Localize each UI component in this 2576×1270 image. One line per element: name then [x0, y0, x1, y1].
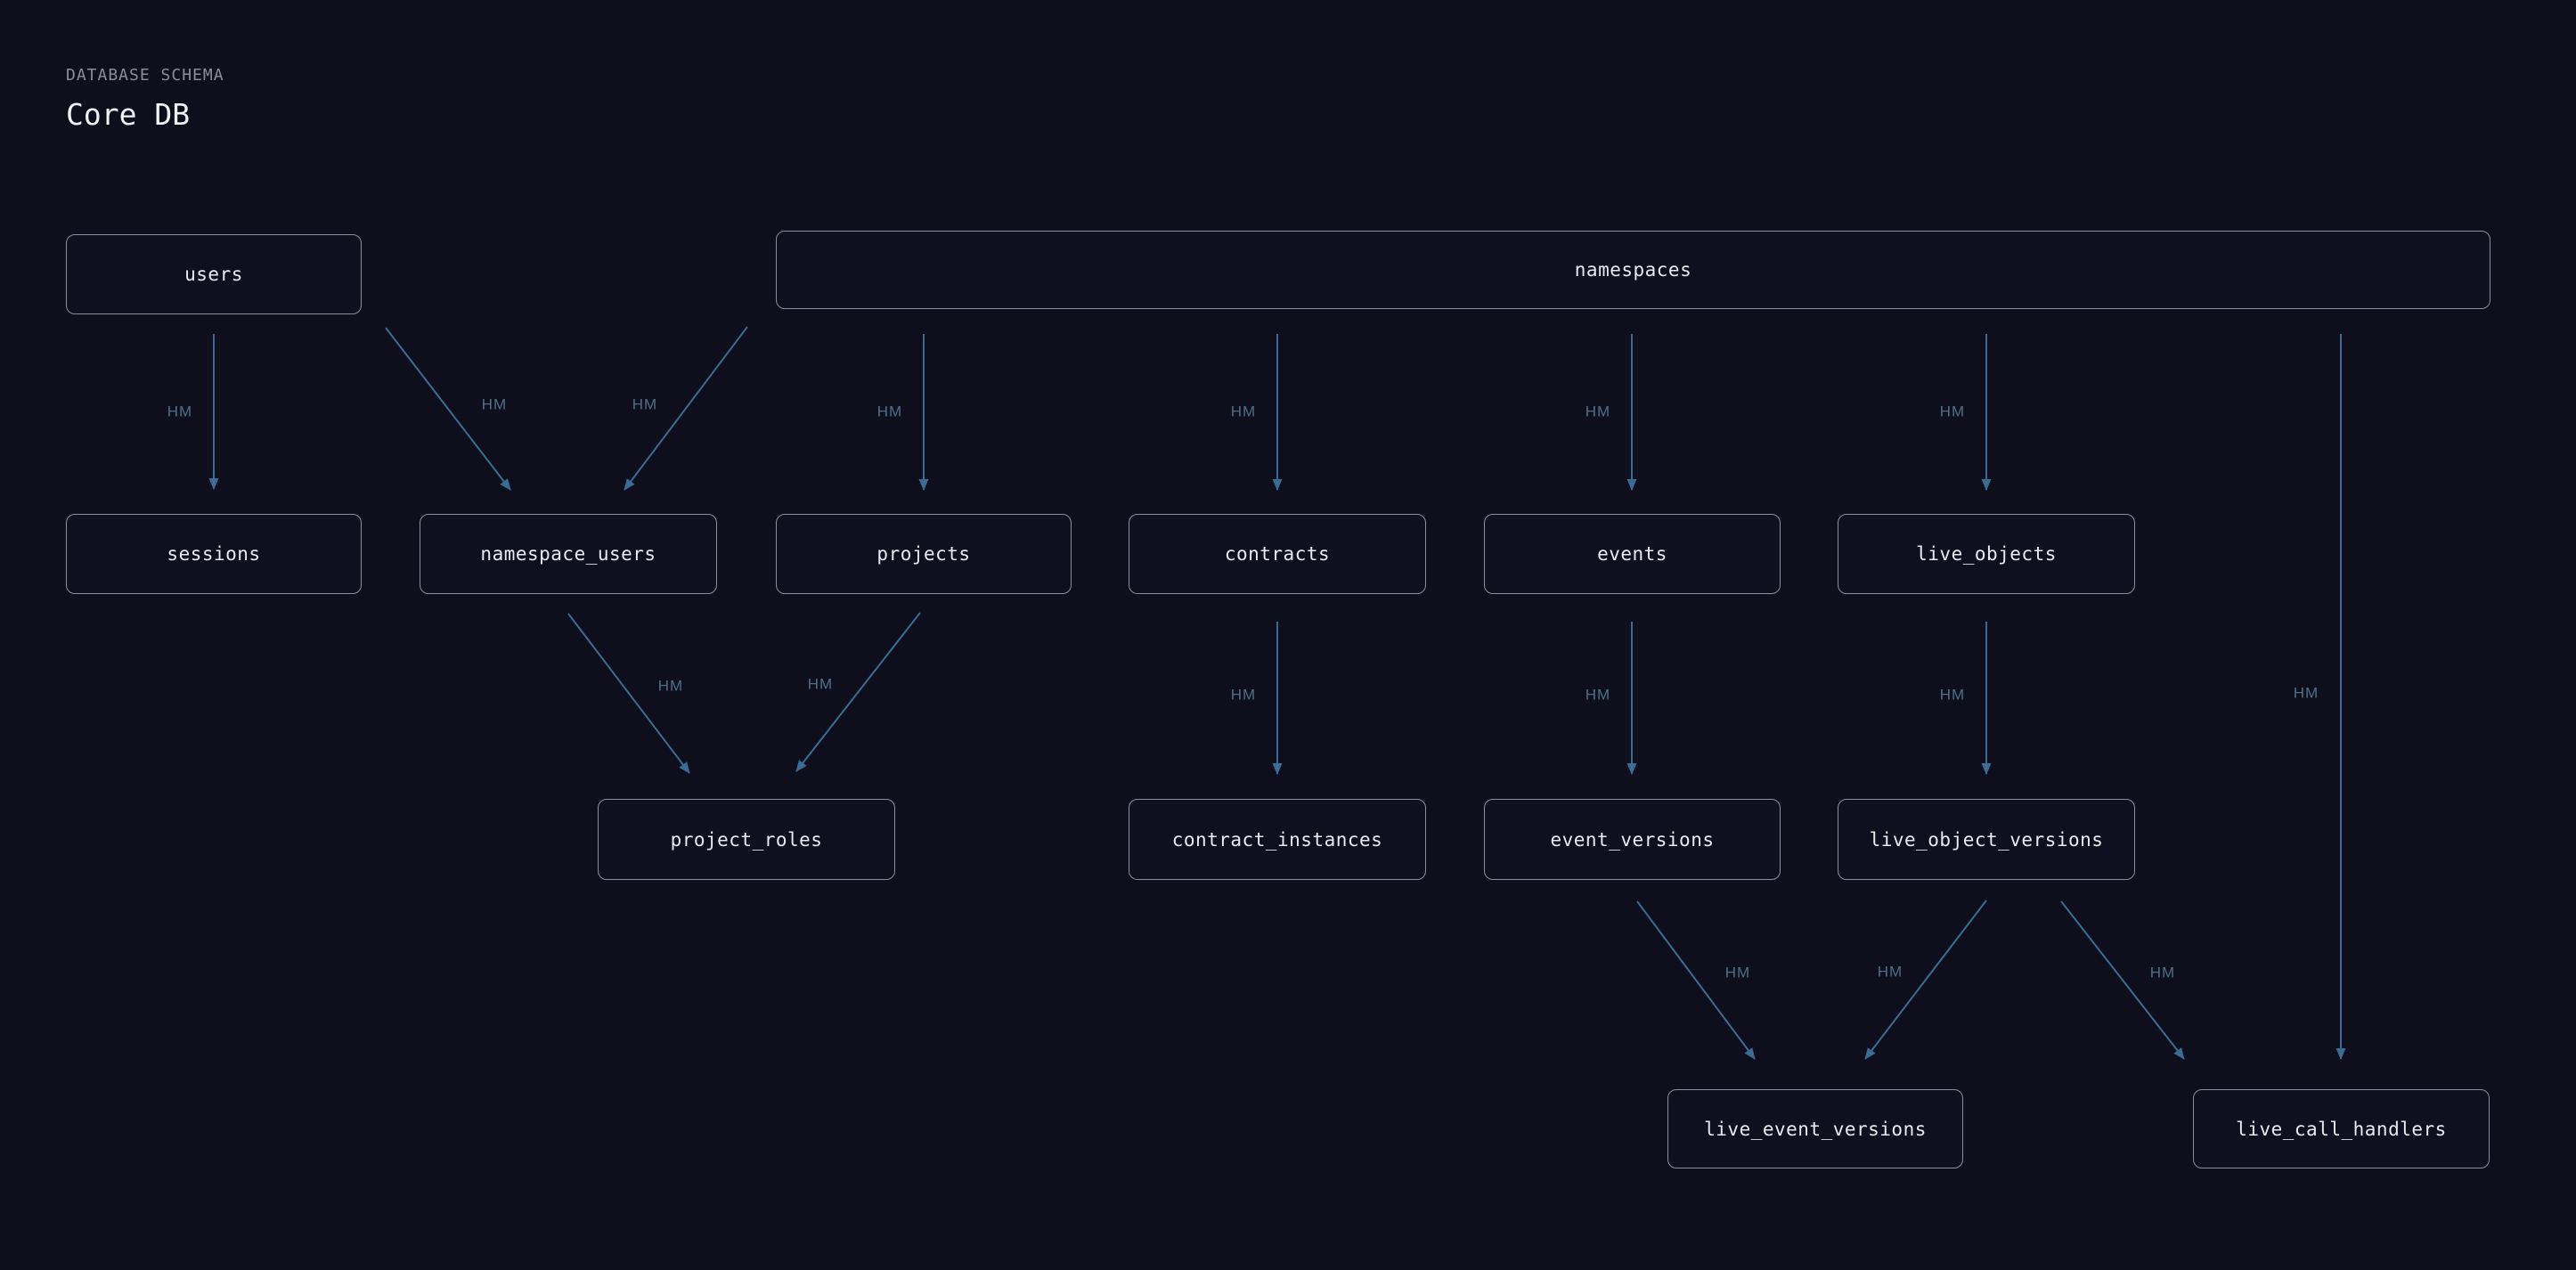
edge-label-live_objects-to-live_object_versions: HM [1940, 687, 1965, 704]
table-node-users: users [66, 234, 362, 314]
edge-users-to-namespace_users [385, 327, 511, 491]
table-node-namespaces: namespaces [776, 231, 2490, 309]
table-node-contract_instances: contract_instances [1129, 799, 1426, 880]
diagram-eyebrow: DATABASE SCHEMA [66, 66, 224, 85]
table-name-label: users [184, 264, 243, 285]
edge-label-live_object_versions-to-live_call_handlers: HM [2150, 965, 2175, 981]
table-name-label: events [1597, 543, 1667, 565]
edge-label-live_object_versions-to-live_event_versions: HM [1878, 964, 1903, 981]
table-node-namespace_users: namespace_users [420, 514, 717, 594]
table-node-project_roles: project_roles [598, 799, 895, 880]
edge-namespaces-to-namespace_users [624, 326, 748, 491]
edge-event_versions-to-live_event_versions [1636, 900, 1756, 1060]
table-node-live_objects: live_objects [1838, 514, 2135, 594]
table-node-live_call_handlers: live_call_handlers [2193, 1089, 2490, 1168]
table-name-label: live_objects [1916, 543, 2057, 565]
table-node-event_versions: event_versions [1484, 799, 1781, 880]
table-node-events: events [1484, 514, 1781, 594]
edge-live_object_versions-to-live_event_versions [1864, 900, 1987, 1060]
table-node-contracts: contracts [1129, 514, 1426, 594]
edge-namespace_users-to-project_roles [567, 613, 690, 774]
edge-label-projects-to-project_roles: HM [808, 676, 833, 693]
table-node-live_object_versions: live_object_versions [1838, 799, 2135, 880]
table-name-label: contracts [1224, 543, 1331, 565]
diagram-title: Core DB [66, 97, 191, 132]
edge-label-events-to-event_versions: HM [1586, 687, 1610, 704]
edge-label-namespaces-to-live_objects: HM [1940, 403, 1965, 420]
edge-projects-to-project_roles [795, 612, 921, 772]
edge-label-contracts-to-contract_instances: HM [1231, 687, 1256, 704]
table-name-label: contract_instances [1171, 828, 1383, 851]
table-name-label: sessions [167, 543, 261, 565]
table-name-label: live_call_handlers [2236, 1118, 2447, 1140]
table-name-label: live_object_versions [1869, 828, 2104, 851]
table-name-label: namespace_users [480, 543, 656, 565]
edge-label-namespaces-to-events: HM [1586, 403, 1610, 420]
table-name-label: namespaces [1574, 259, 1692, 281]
table-name-label: project_roles [670, 828, 823, 851]
edge-label-namespaces-to-namespace_users: HM [632, 396, 657, 413]
edge-label-users-to-namespace_users: HM [482, 396, 507, 413]
table-node-projects: projects [776, 514, 1072, 594]
table-name-label: live_event_versions [1704, 1118, 1927, 1140]
edge-label-users-to-sessions: HM [167, 403, 192, 420]
table-node-live_event_versions: live_event_versions [1667, 1089, 1963, 1168]
edge-label-namespaces-to-projects: HM [877, 403, 902, 420]
edge-label-namespaces-to-live_call_handlers: HM [2294, 685, 2319, 702]
table-name-label: projects [876, 543, 971, 565]
page-header: DATABASE SCHEMA Core DB [66, 66, 224, 132]
edge-label-event_versions-to-live_event_versions: HM [1725, 965, 1750, 981]
edge-label-namespaces-to-contracts: HM [1231, 403, 1256, 420]
table-node-sessions: sessions [66, 514, 362, 594]
edge-live_object_versions-to-live_call_handlers [2060, 900, 2185, 1060]
edge-label-namespace_users-to-project_roles: HM [658, 678, 683, 695]
table-name-label: event_versions [1550, 828, 1715, 851]
